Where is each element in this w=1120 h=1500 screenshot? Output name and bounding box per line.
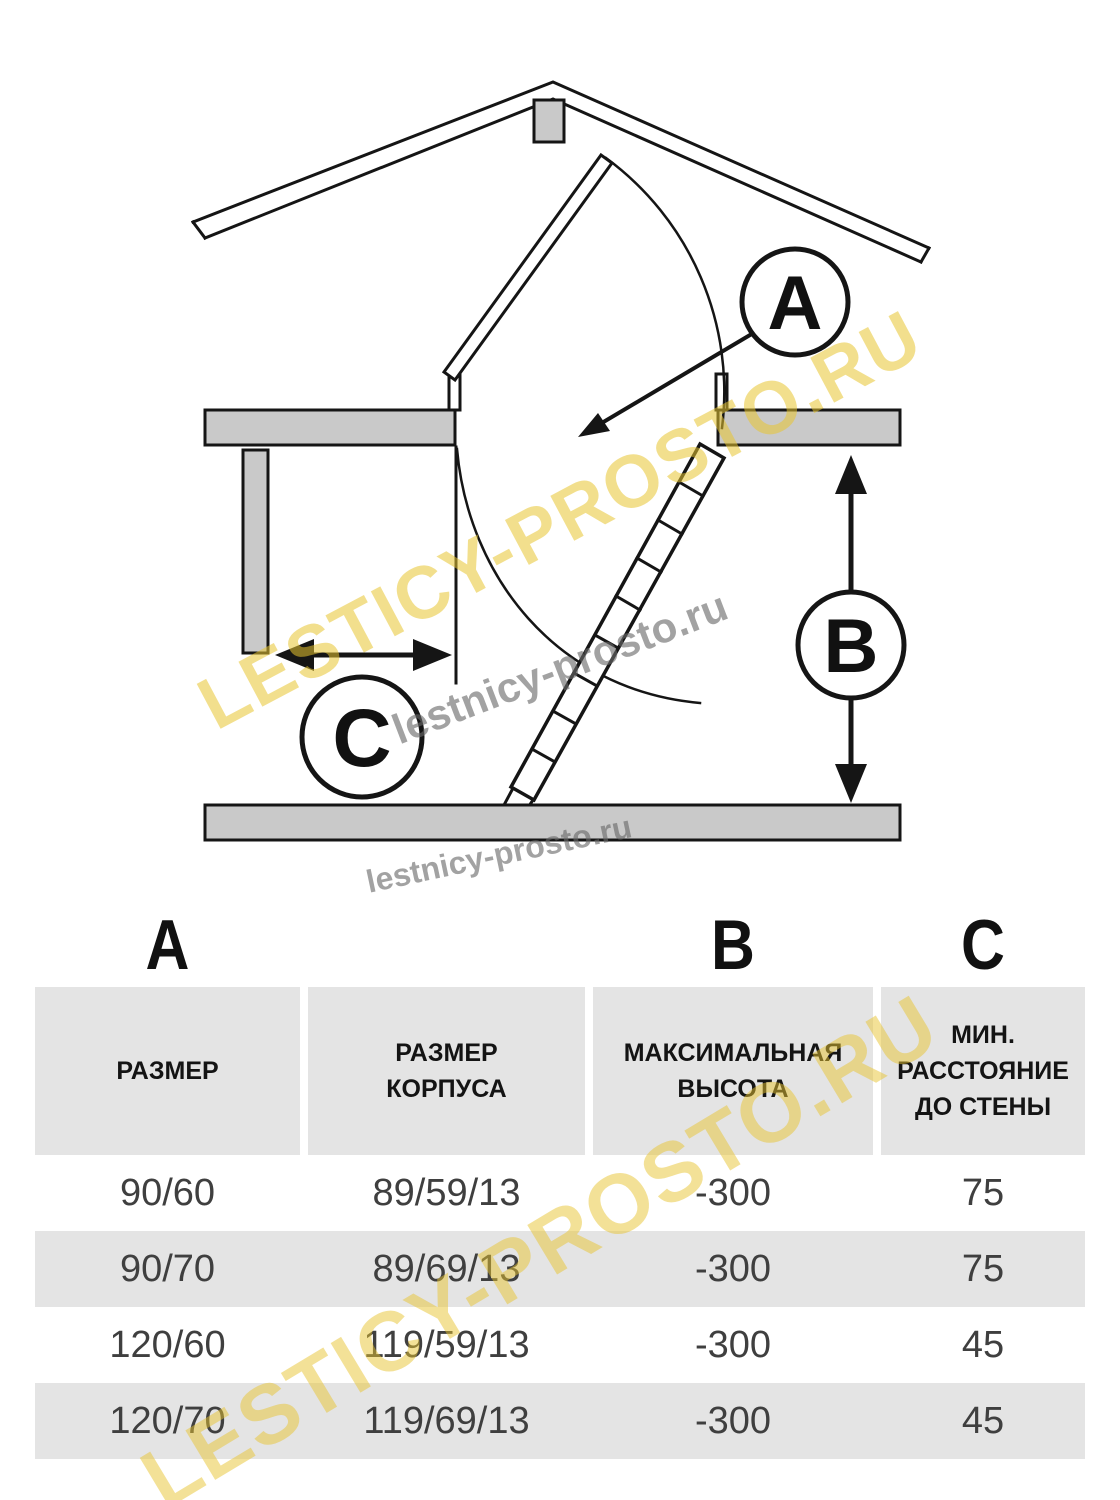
cell-height: -300 xyxy=(694,1247,772,1290)
label-a-text: A xyxy=(768,261,823,346)
spec-table: A B C РАЗМЕР РАЗМЕР КОРПУСА МАКСИМАЛЬНАЯ… xyxy=(35,902,1085,1459)
cell-size: 90/60 xyxy=(119,1171,216,1214)
column-letters-row: A B C xyxy=(35,902,1085,987)
header-body-size: РАЗМЕР КОРПУСА xyxy=(308,987,585,1155)
hatch-post-right xyxy=(714,372,729,412)
label-c-circle: C xyxy=(299,674,425,800)
cell-dist: 75 xyxy=(961,1247,1005,1290)
cell-dist: 45 xyxy=(961,1399,1005,1442)
door-swing-arc xyxy=(604,156,726,430)
header-min-wall-distance: МИН. РАССТОЯНИЕ ДО СТЕНЫ xyxy=(881,987,1085,1155)
cell-size: 120/70 xyxy=(109,1399,226,1442)
roof-vent-block xyxy=(532,98,566,144)
label-c-arrow xyxy=(275,639,452,671)
ladder-swing-arc xyxy=(455,447,702,705)
cell-height: -300 xyxy=(694,1171,772,1214)
attic-ladder-diagram: A B xyxy=(190,80,932,842)
cell-body: 89/59/13 xyxy=(372,1171,521,1214)
header-size: РАЗМЕР xyxy=(35,987,300,1155)
ceiling-slab-right xyxy=(716,408,902,447)
cell-dist: 45 xyxy=(961,1323,1005,1366)
label-b-text: B xyxy=(824,604,879,689)
wall-segment xyxy=(241,448,270,655)
column-letter-b: B xyxy=(711,904,755,985)
label-b-circle: B xyxy=(795,589,907,701)
cell-dist: 75 xyxy=(961,1171,1005,1214)
label-c-text: C xyxy=(332,693,391,784)
ceiling-slab-left xyxy=(203,408,457,447)
table-row: 90/60 89/59/13 -300 75 xyxy=(35,1155,1085,1231)
cell-body: 119/69/13 xyxy=(363,1399,530,1442)
column-letter-a: A xyxy=(145,904,190,985)
cell-body: 119/59/13 xyxy=(363,1323,530,1366)
floor-slab xyxy=(203,803,902,842)
header-max-height: МАКСИМАЛЬНАЯ ВЫСОТА xyxy=(593,987,873,1155)
table-header-row: РАЗМЕР РАЗМЕР КОРПУСА МАКСИМАЛЬНАЯ ВЫСОТ… xyxy=(35,987,1085,1155)
table-row: 120/70 119/69/13 -300 45 xyxy=(35,1383,1085,1459)
label-a-circle: A xyxy=(739,246,851,358)
table-row: 120/60 119/59/13 -300 45 xyxy=(35,1307,1085,1383)
folding-ladder xyxy=(501,441,727,815)
cell-height: -300 xyxy=(694,1323,772,1366)
cell-size: 120/60 xyxy=(109,1323,226,1366)
cell-height: -300 xyxy=(694,1399,772,1442)
table-row: 90/70 89/69/13 -300 75 xyxy=(35,1231,1085,1307)
cell-body: 89/69/13 xyxy=(372,1247,521,1290)
column-letter-c: C xyxy=(961,904,1005,985)
label-a-arrow xyxy=(578,332,753,437)
hatch-door-panel xyxy=(441,152,615,383)
cell-size: 90/70 xyxy=(119,1247,216,1290)
